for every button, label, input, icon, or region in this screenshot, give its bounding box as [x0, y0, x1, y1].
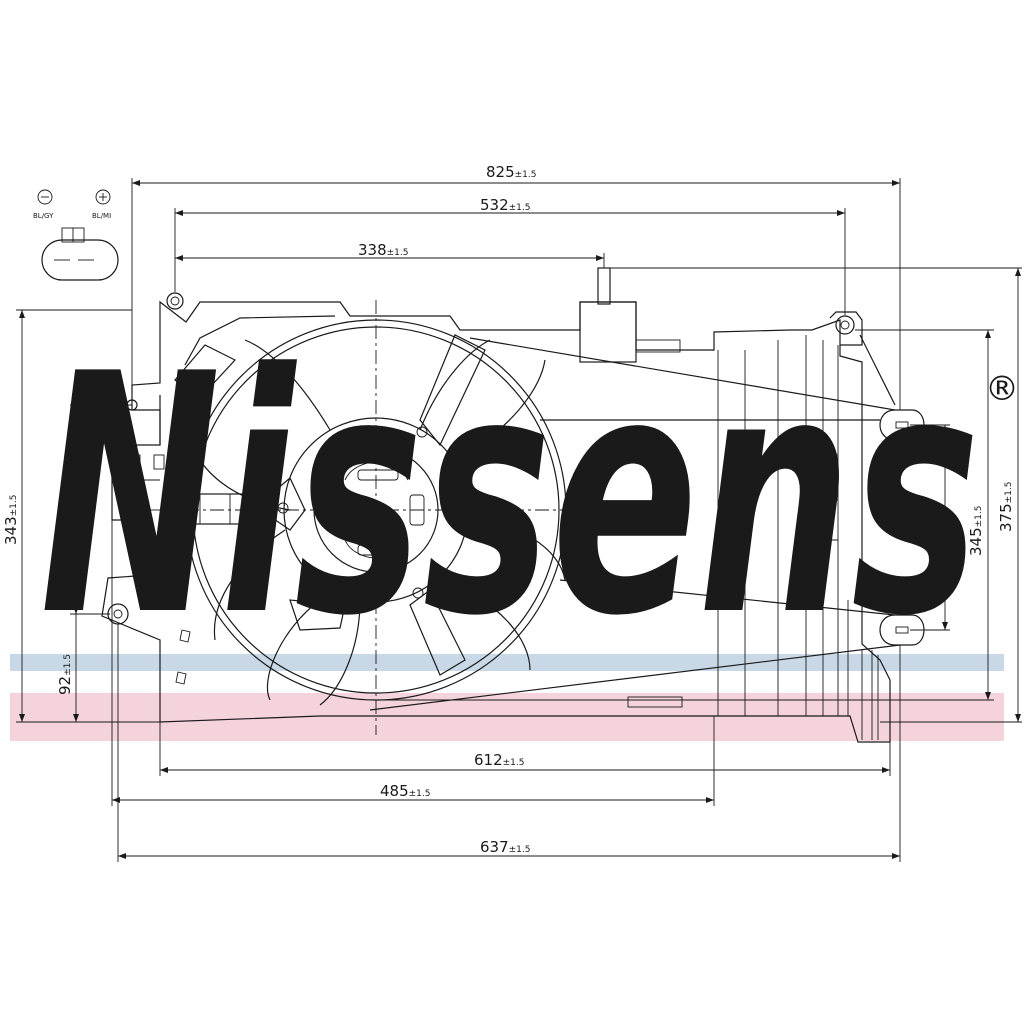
dim-170-left: 170±1.5	[56, 490, 74, 541]
connector-minus-label: BL/GY	[33, 212, 54, 220]
dim-612: 612±1.5	[474, 751, 525, 769]
dim-345: 345±1.5	[967, 506, 985, 557]
fan-blades	[160, 300, 605, 735]
dim-532: 532±1.5	[480, 196, 531, 214]
blue-stripe	[10, 654, 1004, 671]
dim-375: 375±1.5	[997, 482, 1015, 533]
brand-watermark: Nissens	[40, 304, 980, 688]
connector-icon: BL/GY BL/MI	[33, 189, 119, 281]
dim-637: 637±1.5	[480, 838, 531, 856]
dim-485: 485±1.5	[380, 782, 431, 800]
dim-825: 825±1.5	[486, 163, 537, 181]
dim-170-right: 170±1.5	[926, 506, 944, 557]
dimension-labels: 825±1.5 532±1.5 338±1.5 612±1.5 485±1.5 …	[2, 163, 1015, 856]
arrowheads	[19, 180, 1021, 859]
dimension-lines	[16, 178, 1022, 862]
dim-343: 343±1.5	[2, 495, 20, 546]
connector-plus-label: BL/MI	[92, 212, 111, 220]
dim-338: 338±1.5	[358, 241, 409, 259]
dim-92: 92±1.5	[56, 654, 74, 695]
registered-mark: ®	[985, 369, 1019, 409]
